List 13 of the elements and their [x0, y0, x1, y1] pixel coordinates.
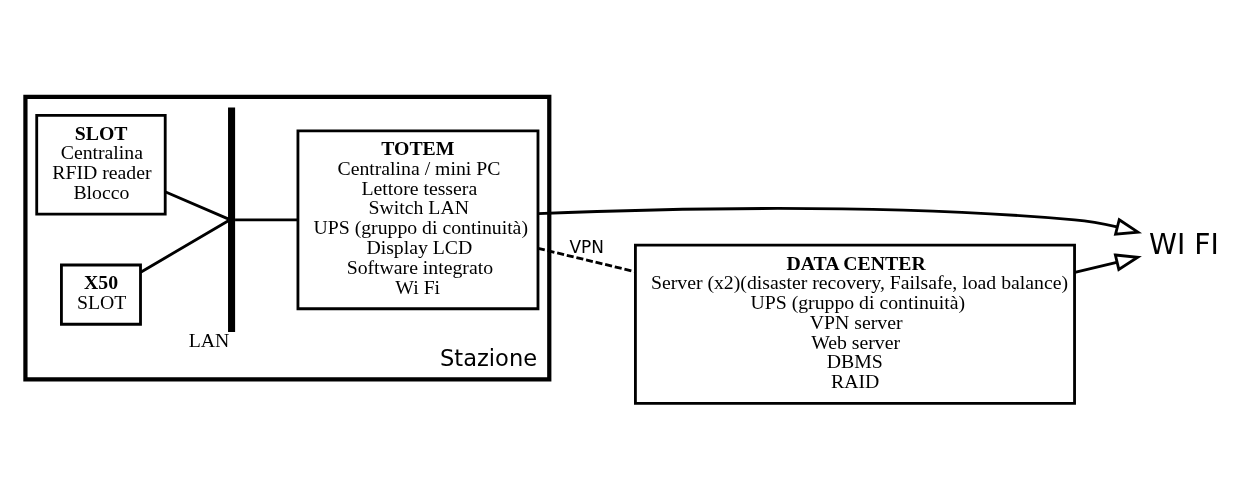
- connector: [140, 219, 230, 273]
- node-box: X50 SLOT: [60, 263, 142, 326]
- edge-label: VPN: [569, 236, 604, 257]
- connector: [235, 217, 298, 221]
- node-box: SLOT Centralina RFID reader Blocco: [35, 113, 167, 216]
- node-bar: [228, 107, 236, 332]
- node-box: DATA CENTER Server (x2)(disaster recovery, Failsafe, load balance) UPS (gruppo di continuità) VPN server Web server DBMS RAID: [634, 243, 1076, 405]
- node-text: WI FI: [1149, 227, 1219, 261]
- connector: [164, 190, 230, 220]
- arrow: [537, 206, 1143, 236]
- node-box: TOTEM Centralina / mini PC Lettore tessera Switch LAN UPS (gruppo di continuità) Display LCD Software integrato Wi Fi: [296, 128, 540, 310]
- node-label: LAN: [188, 328, 230, 351]
- arrow: [1074, 252, 1142, 274]
